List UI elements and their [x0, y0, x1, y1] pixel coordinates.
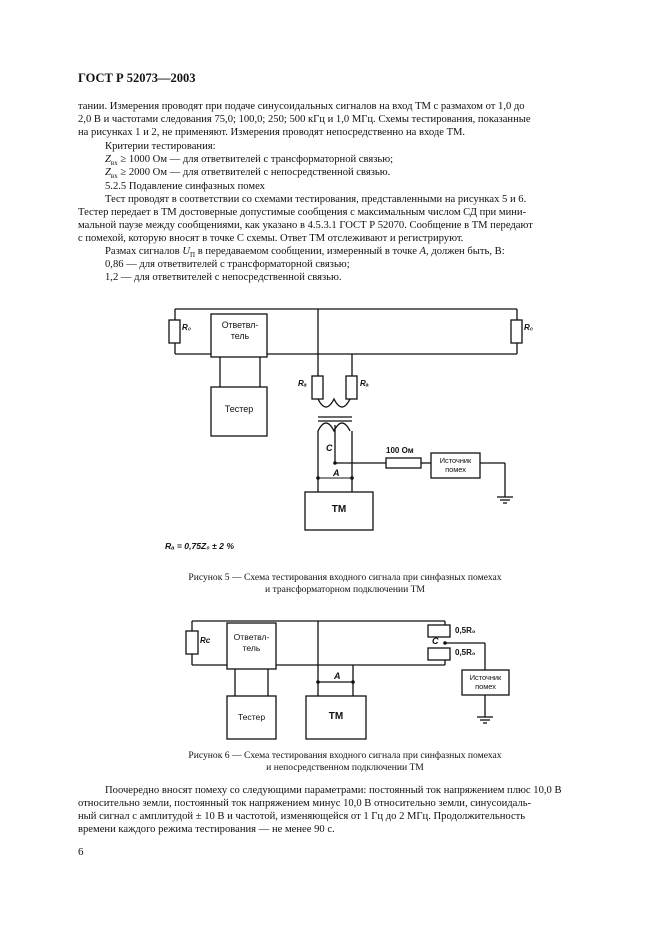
figure-6-caption: Рисунок 6 — Схема тестирования входного … [188, 750, 502, 773]
noise-source-box [430, 452, 481, 479]
figure-6-diagram [185, 620, 510, 740]
final-line-1: Поочередно вносят помеху со следующими п… [105, 785, 562, 796]
fig5-r0-left-label: R₀ [182, 323, 191, 332]
fig5-point-c: C [326, 443, 333, 453]
size-line: Размах сигналов UП в передаваемом сообще… [105, 246, 505, 260]
fig6-r-top-label: 0,5R₀ [455, 626, 476, 635]
fig5-formula: Rₐ = 0,75Z₀ ± 2 % [165, 541, 234, 551]
fig5-ra-left-label: Rₐ [298, 379, 307, 388]
half-r0-top-resistor [427, 624, 451, 638]
value-direct: 1,2 — для ответвителей с непосредственно… [105, 272, 342, 283]
rc-resistor [185, 630, 199, 655]
test-line-4: с помехой, которую вносят в точке C схем… [78, 233, 464, 244]
test-line-1: Тест проводят в соответствии со схемами … [105, 194, 527, 205]
test-line-3: мальной паузе между сообщениями, как ука… [78, 220, 533, 231]
fig6-tm-label: ТМ [328, 711, 344, 722]
fig6-point-a: A [334, 671, 341, 681]
criteria-title: Критерии тестирования: [105, 141, 216, 152]
fig6-rc-label: Rс [200, 636, 211, 645]
r0-right-resistor [510, 319, 523, 344]
intro-line-2: 2,0 В и частотами следования 75,0; 100,0… [78, 114, 531, 125]
fig6-point-c: C [432, 636, 439, 646]
section-heading: 5.2.5 Подавление синфазных помех [105, 181, 265, 192]
page-number: 6 [78, 846, 84, 858]
figure-5-caption: Рисунок 5 — Схема тестирования входного … [188, 572, 502, 595]
fig6-coupler-label: Ответвл-тель [233, 632, 270, 653]
ra-right-resistor [345, 375, 358, 400]
fig5-coupler-label: Ответвл-тель [221, 320, 259, 341]
r0-left-resistor [168, 319, 181, 344]
document-header: ГОСТ Р 52073—2003 [78, 71, 196, 85]
fig5-tm-label: ТМ [331, 504, 347, 515]
final-line-3: ный сигнал с амплитудой ± 10 В и частото… [78, 811, 526, 822]
fig5-point-a: A [333, 468, 340, 478]
final-line-4: времени каждого режима тестирования — не… [78, 824, 335, 835]
fig5-resistor-100-label: 100 Ом [386, 446, 414, 455]
criterion-2: Zвх ≥ 2000 Ом — для ответвителей с непос… [105, 167, 391, 181]
final-line-2: относительно земли, постоянный ток напря… [78, 798, 532, 809]
fig6-noise-source-box [461, 669, 510, 696]
ra-left-resistor [311, 375, 324, 400]
fig5-r0-right-label: R₀ [524, 323, 533, 332]
fig6-r-bottom-label: 0,5R₀ [455, 648, 476, 657]
fig5-tester-label: Тестер [224, 404, 254, 414]
criterion-1: Zвх ≥ 1000 Ом — для ответвителей с транс… [105, 154, 394, 168]
test-line-2: Тестер передает в ТМ достоверные допусти… [78, 207, 527, 218]
figure-5-diagram [168, 308, 523, 531]
fig5-ra-right-label: Rₐ [360, 379, 369, 388]
resistor-100-ohm [385, 457, 422, 469]
fig6-tester-label: Тестер [237, 712, 266, 722]
intro-line-1: тании. Измерения проводят при подаче син… [78, 101, 525, 112]
intro-line-3: на рисунках 1 и 2, не применяют. Измерен… [78, 127, 466, 138]
half-r0-bottom-resistor [427, 647, 451, 661]
value-transformer: 0,86 — для ответвителей с трансформаторн… [105, 259, 350, 270]
